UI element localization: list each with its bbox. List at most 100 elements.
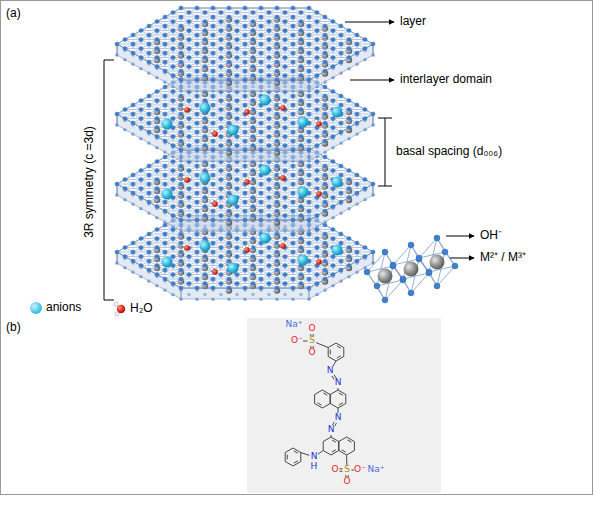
hydroxyl-dot [347, 186, 351, 190]
hydroxyl-dot [195, 277, 199, 281]
hydroxyl-dot [267, 195, 271, 199]
hydroxyl-dot [251, 263, 255, 267]
hydroxyl-dot [331, 263, 335, 267]
hydroxyl-dot [243, 173, 247, 177]
hydroxyl-dot [171, 213, 175, 217]
hydroxyl-dot [339, 164, 343, 168]
hydroxyl-dot [331, 254, 335, 258]
hydroxyl-dot [259, 218, 263, 222]
hydroxyl-dot [139, 186, 143, 190]
hydroxyl-dot [275, 277, 279, 281]
hydroxyl-dot [147, 182, 151, 186]
hydroxyl-dot [211, 191, 215, 195]
hydroxyl-dot [259, 259, 263, 263]
hydroxyl-dot [179, 182, 183, 186]
hydroxyl-dot [211, 209, 215, 213]
hydroxyl-dot [179, 250, 183, 254]
hydroxyl-dot [259, 191, 263, 195]
hydroxyl-dot [347, 245, 351, 249]
hydroxyl-dot [219, 272, 223, 276]
hydroxyl-dot [203, 263, 207, 267]
hydroxyl-dot [275, 218, 279, 222]
hydroxyl-dot [171, 254, 175, 258]
oxygen-atom [280, 175, 286, 181]
hydroxyl-dot [307, 173, 311, 177]
anion-sphere [162, 257, 173, 268]
hydroxyl-dot [283, 186, 287, 190]
hydroxyl-dot [275, 259, 279, 263]
hydroxyl-dot [363, 245, 367, 249]
hydroxyl-dot [139, 168, 143, 172]
hydroxyl-dot [243, 200, 247, 204]
hydroxyl-dot [179, 164, 183, 168]
hydroxyl-dot [219, 168, 223, 172]
hydroxyl-dot [243, 218, 247, 222]
hydroxyl-dot [131, 259, 135, 263]
hydroxyl-dot [363, 186, 367, 190]
hydroxyl-dot [235, 254, 239, 258]
hydroxyl-dot [171, 245, 175, 249]
hydroxyl-dot [355, 250, 359, 254]
hydroxyl-dot [331, 159, 335, 163]
hydroxyl-dot [347, 177, 351, 181]
oxygen-atom [184, 245, 190, 251]
hydroxyl-dot [291, 173, 295, 177]
hydroxyl-dot [267, 281, 271, 285]
hydroxyl-dot [331, 227, 335, 231]
hydroxyl-dot [251, 213, 255, 217]
hydroxyl-dot [187, 213, 191, 217]
hydroxyl-dot [147, 268, 151, 272]
hydroxyl-dot [187, 204, 191, 208]
hydroxyl-dot [195, 241, 199, 245]
oxygen-atom [212, 201, 218, 207]
hydroxyl-dot [155, 245, 159, 249]
hydroxyl-dot [291, 164, 295, 168]
hydroxyl-dot [323, 155, 327, 159]
hydroxyl-dot [147, 164, 151, 168]
hydroxyl-dot [163, 182, 167, 186]
hydroxyl-dot [139, 195, 143, 199]
hydroxyl-dot [291, 209, 295, 213]
hydroxyl-dot [339, 259, 343, 263]
hydroxyl-dot [227, 218, 231, 222]
hydroxyl-dot [307, 250, 311, 254]
hydroxyl-dot [275, 164, 279, 168]
hydroxyl-dot [307, 241, 311, 245]
hydroxyl-dot [315, 245, 319, 249]
hydroxyl-dot [235, 281, 239, 285]
oxygen-atom [184, 177, 190, 183]
hydroxyl-dot [195, 209, 199, 213]
hydroxyl-dot [315, 236, 319, 240]
hydroxyl-dot [259, 200, 263, 204]
hydroxyl-dot [147, 259, 151, 263]
hydroxyl-dot [315, 177, 319, 181]
hydroxyl-dot [227, 164, 231, 168]
hydroxyl-dot [259, 209, 263, 213]
hydroxyl-dot [235, 177, 239, 181]
hydroxyl-dot [299, 236, 303, 240]
hydroxyl-dot [323, 209, 327, 213]
hydroxyl-dot [171, 281, 175, 285]
hydroxyl-dot [283, 254, 287, 258]
hydroxyl-dot [227, 259, 231, 263]
hydroxyl-dot [259, 277, 263, 281]
hydroxyl-dot [339, 173, 343, 177]
hydroxyl-dot [307, 164, 311, 168]
hydroxyl-dot [299, 281, 303, 285]
hydroxyl-dot [227, 209, 231, 213]
hydroxyl-dot [267, 254, 271, 258]
hydroxyl-dot [307, 268, 311, 272]
hydroxyl-dot [203, 204, 207, 208]
hydroxyl-dot [195, 164, 199, 168]
hydroxyl-dot [195, 182, 199, 186]
hydroxyl-dot [299, 213, 303, 217]
anion-sphere [228, 263, 239, 274]
hydroxyl-dot [115, 250, 119, 254]
hydroxyl-dot [323, 232, 327, 236]
hydroxyl-dot [155, 204, 159, 208]
oxygen-atom [212, 269, 218, 275]
hydroxyl-dot [163, 200, 167, 204]
hydroxyl-dot [147, 191, 151, 195]
hydroxyl-dot [123, 177, 127, 181]
hydroxyl-dot [299, 245, 303, 249]
